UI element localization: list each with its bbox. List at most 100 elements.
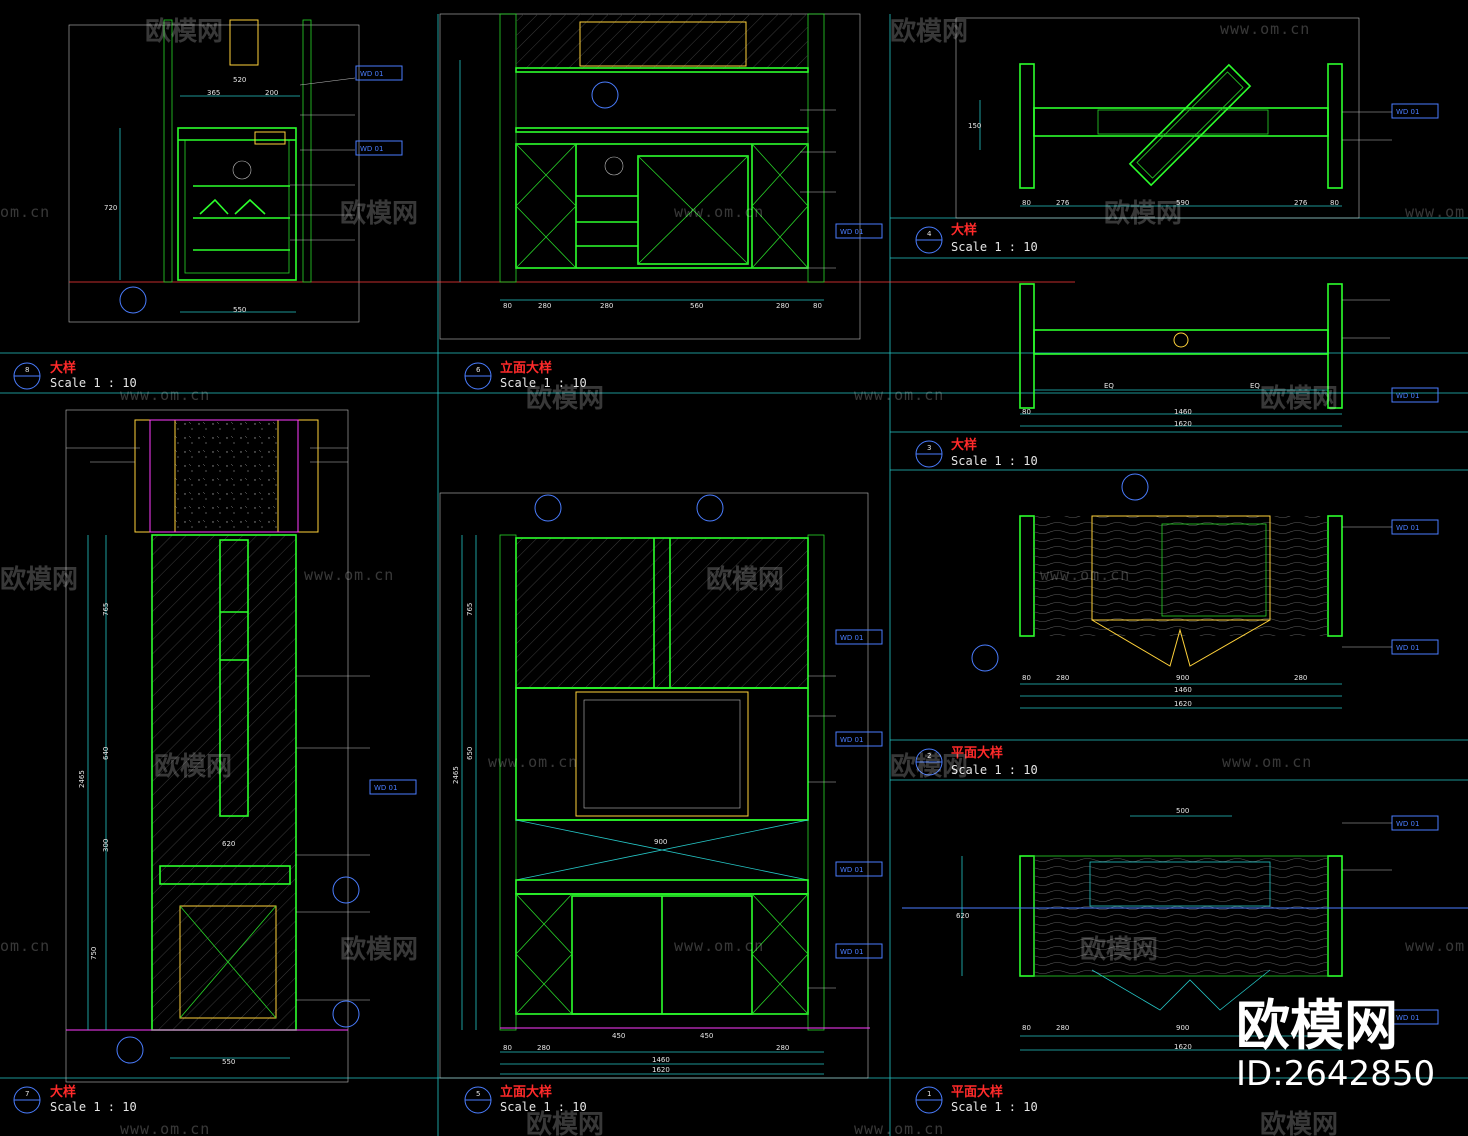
dim-p5-w1: 1460 <box>652 1056 670 1064</box>
sheet-grid <box>0 13 1468 1136</box>
detail-1-drawing <box>902 815 1468 1051</box>
title-2-id: 2 <box>927 752 931 760</box>
watermark-brand: 欧模网 <box>0 564 78 595</box>
watermark-url: www.om.cn <box>120 386 210 404</box>
watermark-brand: 欧模网 <box>1104 198 1182 229</box>
dim-p8-top-b: 200 <box>265 89 278 97</box>
tag-p3-1: WD 01 <box>1396 392 1419 400</box>
dim-p6-c: 280 <box>600 302 613 310</box>
dim-p5-c: 900 <box>654 838 667 846</box>
watermark-brand: 欧模网 <box>890 16 968 47</box>
title-block-3: 3 大样 Scale 1 : 10 <box>915 437 1038 468</box>
title-8-id: 8 <box>25 366 29 374</box>
brand-logo: 欧模网 <box>1236 994 1398 1057</box>
dim-p5-b: 280 <box>537 1044 550 1052</box>
dim-p7-width: 550 <box>222 1058 235 1066</box>
watermark-brand: 欧模网 <box>1260 383 1338 414</box>
watermark-url: www.om.cn <box>120 1120 210 1136</box>
dim-p4-h: 150 <box>968 122 981 130</box>
detail-3-drawing <box>1019 283 1439 427</box>
watermark-url: www.om.cn <box>1405 937 1468 955</box>
watermark-brand: 欧模网 <box>154 751 232 782</box>
dim-p3-a: 80 <box>1022 408 1031 416</box>
title-2-scale: Scale 1 : 10 <box>951 763 1038 777</box>
dim-p2-c: 900 <box>1176 674 1189 682</box>
title-5-id: 5 <box>476 1090 480 1098</box>
title-4-scale: Scale 1 : 10 <box>951 240 1038 254</box>
dim-p1-w: 1620 <box>1174 1043 1192 1051</box>
tag-p2-2: WD 01 <box>1396 644 1419 652</box>
dim-p6-d: 560 <box>690 302 703 310</box>
title-block-2: 2 平面大样 Scale 1 : 10 <box>915 745 1038 777</box>
detail-5-drawing <box>461 494 883 1075</box>
title-block-1: 1 平面大样 Scale 1 : 10 <box>915 1084 1038 1114</box>
watermark-brand: 欧模网 <box>1260 1109 1338 1136</box>
title-6-scale: Scale 1 : 10 <box>500 376 587 390</box>
dim-p1-c: 900 <box>1176 1024 1189 1032</box>
dim-p1-b: 280 <box>1056 1024 1069 1032</box>
watermark-url: www.om.cn <box>1040 566 1130 584</box>
dim-p1-top: 500 <box>1176 807 1189 815</box>
dim-p2-d: 280 <box>1294 674 1307 682</box>
dim-p5-height: 2465 <box>452 766 460 784</box>
detail-7-drawing <box>66 419 417 1064</box>
watermark-url: www.om.cn <box>304 566 394 584</box>
watermark-layer: 欧模网 欧模网 欧模网 欧模网 欧模网 欧模网 欧模网 欧模网 欧模网 欧模网 … <box>0 16 1468 1136</box>
dim-p7-mid: 640 <box>102 747 110 760</box>
dim-p2-b: 280 <box>1056 674 1069 682</box>
dim-p5-e-left: 450 <box>612 1032 625 1040</box>
dim-p5-mid: 650 <box>466 747 474 760</box>
dim-p6-e: 280 <box>776 302 789 310</box>
watermark-url: www.om.cn <box>488 753 578 771</box>
watermark-url: om.cn <box>0 937 50 955</box>
watermark-brand: 欧模网 <box>1080 934 1158 965</box>
dim-p7-height: 2465 <box>78 770 86 788</box>
watermark-brand: 欧模网 <box>145 16 223 47</box>
title-7-id: 7 <box>25 1090 29 1098</box>
dim-p3-w1: 1460 <box>1174 408 1192 416</box>
dim-p6-f: 80 <box>813 302 822 310</box>
title-1-name: 平面大样 <box>951 1084 1003 1100</box>
title-block-7: 7 大样 Scale 1 : 10 <box>13 1084 137 1114</box>
title-6-id: 6 <box>476 366 481 374</box>
dim-p2-a: 80 <box>1022 674 1031 682</box>
tag-p7-1: WD 01 <box>374 784 397 792</box>
detail-2-drawing <box>971 473 1439 709</box>
tag-p5-1: WD 01 <box>840 634 863 642</box>
detail-6-drawing <box>459 13 883 301</box>
dim-p4-b: 276 <box>1056 199 1070 207</box>
dim-p1-h: 620 <box>956 912 969 920</box>
tag-p5-2: WD 01 <box>840 736 863 744</box>
title-3-id: 3 <box>927 444 931 452</box>
detail-4-drawing <box>979 63 1439 207</box>
title-3-name: 大样 <box>951 437 977 453</box>
tag-p6-1: WD 01 <box>840 228 863 236</box>
dim-p4-e: 80 <box>1330 199 1339 207</box>
dim-p2-w2: 1620 <box>1174 700 1192 708</box>
title-8-scale: Scale 1 : 10 <box>50 376 137 390</box>
detail-8-drawing <box>119 19 403 314</box>
dim-p3-eq-left: EQ <box>1104 382 1114 390</box>
dim-p3-w2: 1620 <box>1174 420 1192 428</box>
watermark-url: www.om.cn <box>854 386 944 404</box>
watermark-brand: 欧模网 <box>340 934 418 965</box>
title-block-6: 6 立面大样 Scale 1 : 10 <box>464 360 587 390</box>
title-7-scale: Scale 1 : 10 <box>50 1100 137 1114</box>
dim-p3-eq-right: EQ <box>1250 382 1260 390</box>
title-1-id: 1 <box>927 1090 931 1098</box>
watermark-url: www.om.cn <box>674 937 764 955</box>
watermark-brand: 欧模网 <box>706 564 784 595</box>
title-6-name: 立面大样 <box>500 360 552 376</box>
dim-p8-bottom: 550 <box>233 306 246 314</box>
title-block-4: 4 大样 Scale 1 : 10 <box>915 222 1038 254</box>
title-3-scale: Scale 1 : 10 <box>951 454 1038 468</box>
tag-p1-1: WD 01 <box>1396 820 1419 828</box>
dim-p5-w2: 1620 <box>652 1066 670 1074</box>
title-5-scale: Scale 1 : 10 <box>500 1100 587 1114</box>
tag-p1-2: WD 01 <box>1396 1014 1419 1022</box>
dim-p7-b: 750 <box>90 947 98 960</box>
watermark-url: www.om.cn <box>1405 203 1468 221</box>
dim-p2-w1: 1460 <box>1174 686 1192 694</box>
dim-p7-top: 765 <box>102 603 110 616</box>
